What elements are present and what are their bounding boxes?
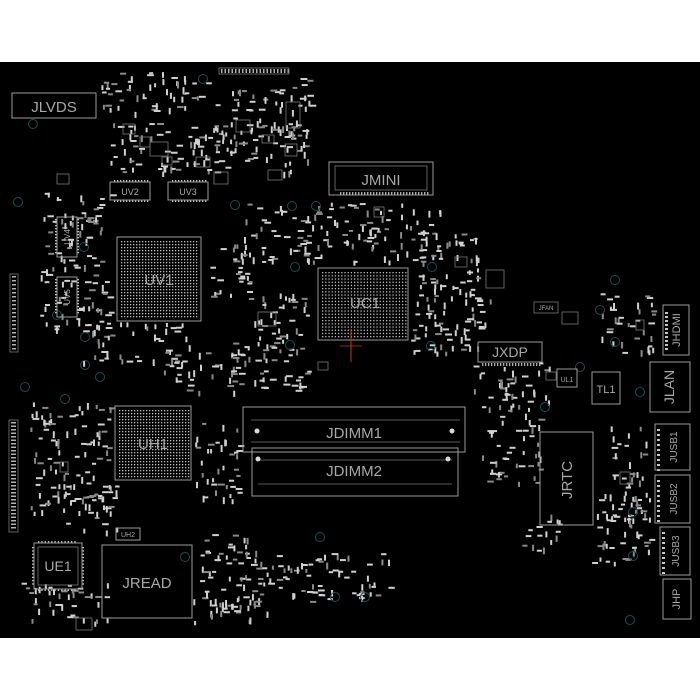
uv3-chip: UV3 bbox=[167, 181, 209, 201]
vias-layer bbox=[13, 74, 645, 625]
jusb3-port: JUSB3 bbox=[659, 526, 691, 576]
ue1-label: UE1 bbox=[44, 558, 71, 574]
jhdmi-port: JHDMI bbox=[662, 304, 690, 356]
jlan-port: JLAN bbox=[649, 361, 691, 413]
uc1-label: UC1 bbox=[350, 295, 380, 312]
uh1-pch-bga: UH1 bbox=[114, 405, 192, 481]
tl1-label: TL1 bbox=[597, 384, 616, 396]
jhdmi-label: JHDMI bbox=[671, 313, 683, 347]
uv3-label: UV3 bbox=[179, 187, 197, 197]
jusb1-port: JUSB1 bbox=[654, 423, 691, 471]
jrtc-battery: JRTC bbox=[539, 431, 594, 526]
jdimm2-label: JDIMM2 bbox=[326, 463, 382, 480]
jdimm2-slot: JDIMM2 bbox=[251, 447, 459, 497]
jmini-slot: JMINI bbox=[328, 161, 434, 196]
uv5-label: UV5 bbox=[63, 289, 72, 305]
left-edge-connector-top bbox=[9, 273, 19, 353]
tl1-transformer: TL1 bbox=[591, 371, 621, 405]
jread-card-reader: JREAD bbox=[101, 544, 193, 619]
jfan-label: JFAN bbox=[539, 306, 554, 312]
ue1-ec-chip: UE1 bbox=[33, 542, 83, 590]
jxdp-connector: JXDP bbox=[477, 341, 543, 363]
jusb1-label: JUSB1 bbox=[669, 431, 680, 463]
uv5-chip: UV5 bbox=[56, 276, 78, 318]
uv2-label: UV2 bbox=[121, 187, 139, 197]
ul1-chip: UL1 bbox=[556, 368, 578, 388]
small-components-layer bbox=[11, 69, 668, 631]
top-fpc-connector bbox=[218, 67, 290, 75]
left-edge-connector-bottom bbox=[8, 419, 19, 533]
uv2-chip: UV2 bbox=[109, 181, 151, 201]
jhp-label: JHP bbox=[671, 589, 683, 610]
jusb3-label: JUSB3 bbox=[671, 535, 682, 567]
jdimm1-label: JDIMM1 bbox=[326, 425, 382, 442]
pcb-boardview: JLVDS JMINI UV2 UV3 UV4 UV5 UV1 UC1 bbox=[0, 62, 700, 638]
ul1-label: UL1 bbox=[561, 377, 574, 384]
jdimm1-slot: JDIMM1 bbox=[242, 406, 466, 453]
uv1-label: UV1 bbox=[144, 272, 173, 289]
jxdp-label: JXDP bbox=[492, 344, 528, 360]
uh2-chip: UH2 bbox=[115, 527, 141, 541]
jusb2-port: JUSB2 bbox=[654, 474, 691, 524]
uv4-label: UV4 bbox=[63, 229, 72, 245]
jhp-jack: JHP bbox=[662, 578, 692, 620]
jlvds-label: JLVDS bbox=[31, 99, 77, 116]
jusb2-label: JUSB2 bbox=[669, 483, 680, 515]
jlvds-connector: JLVDS bbox=[11, 92, 97, 119]
jrtc-label: JRTC bbox=[559, 461, 576, 499]
uh1-label: UH1 bbox=[138, 436, 168, 453]
jmini-label: JMINI bbox=[361, 172, 400, 189]
jread-label: JREAD bbox=[122, 575, 171, 592]
uv4-chip: UV4 bbox=[56, 216, 78, 258]
jfan-connector: JFAN bbox=[533, 301, 559, 314]
uc1-cpu-bga: UC1 bbox=[317, 267, 409, 362]
jlan-label: JLAN bbox=[661, 370, 677, 404]
uv1-gpu-bga: UV1 bbox=[116, 236, 202, 322]
uh2-label: UH2 bbox=[121, 532, 135, 539]
